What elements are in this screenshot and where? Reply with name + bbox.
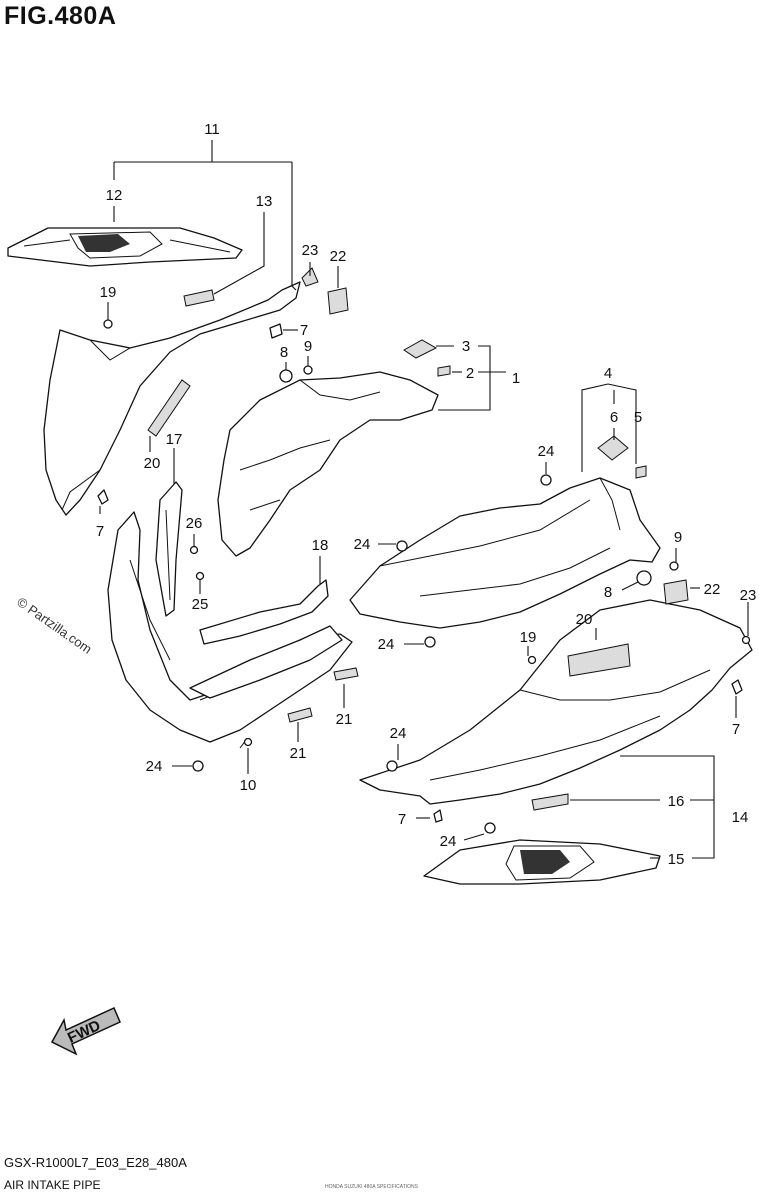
decal-upper-left[interactable]	[7, 227, 243, 267]
model-code: GSX-R1000L7_E03_E28_480A	[4, 1155, 187, 1170]
callout-1: 1	[512, 370, 520, 387]
callout-2: 2	[466, 365, 474, 382]
callout-16: 16	[668, 793, 685, 810]
callout-9: 9	[304, 338, 312, 355]
callout-9: 9	[674, 529, 682, 546]
decal-lower-right[interactable]	[423, 839, 661, 885]
callout-6: 6	[610, 409, 618, 426]
upper-intake-duct[interactable]	[217, 371, 439, 557]
fasteners[interactable]	[97, 319, 751, 834]
leader-lines	[99, 140, 749, 859]
small-labels	[183, 267, 689, 723]
callout-11: 11	[204, 121, 220, 138]
callout-24: 24	[378, 636, 395, 653]
callout-4: 4	[604, 365, 612, 382]
bracket-18[interactable]	[189, 579, 343, 699]
diagram-subtitle: AIR INTAKE PIPE	[4, 1178, 101, 1192]
callout-7: 7	[300, 322, 308, 339]
callout-14: 14	[732, 809, 749, 826]
callout-7: 7	[732, 721, 740, 738]
callout-23: 23	[302, 242, 319, 259]
fwd-arrow-icon: FWD	[50, 1006, 121, 1056]
callout-24: 24	[354, 536, 371, 553]
right-intake-duct[interactable]	[349, 477, 661, 629]
callout-24: 24	[538, 443, 555, 460]
callout-3: 3	[462, 338, 470, 355]
callout-8: 8	[604, 584, 612, 601]
callout-19: 19	[520, 629, 537, 646]
callout-15: 15	[668, 851, 685, 868]
callouts: 11 12 13 19 23 22 7 8 9 3 2 1 20 17 4 6 …	[96, 121, 757, 868]
callout-10: 10	[240, 777, 257, 794]
callout-20: 20	[144, 455, 161, 472]
callout-21: 21	[336, 711, 353, 728]
callout-24: 24	[146, 758, 163, 775]
callout-24: 24	[440, 833, 457, 850]
callout-13: 13	[256, 193, 273, 210]
right-side-cover[interactable]	[359, 599, 753, 811]
callout-8: 8	[280, 344, 288, 361]
callout-22: 22	[704, 581, 721, 598]
figure-title: FIG.480A	[4, 2, 117, 30]
callout-19: 19	[100, 284, 117, 301]
callout-7: 7	[398, 811, 406, 828]
callout-12: 12	[106, 187, 123, 204]
callout-23: 23	[740, 587, 757, 604]
fine-print: HONDA SUZUKI 480A SPECIFICATIONS	[325, 1184, 418, 1190]
callout-7: 7	[96, 523, 104, 540]
callout-20: 20	[576, 611, 593, 628]
callout-22: 22	[330, 248, 347, 265]
inner-panel-17[interactable]	[155, 481, 183, 617]
callout-5: 5	[634, 409, 642, 426]
callout-25: 25	[192, 596, 209, 613]
callout-18: 18	[312, 537, 329, 554]
callout-17: 17	[166, 431, 183, 448]
watermark: © Partzilla.com	[14, 594, 94, 657]
callout-21: 21	[290, 745, 307, 762]
callout-24: 24	[390, 725, 407, 742]
callout-26: 26	[186, 515, 203, 532]
left-side-cover[interactable]	[43, 281, 301, 516]
